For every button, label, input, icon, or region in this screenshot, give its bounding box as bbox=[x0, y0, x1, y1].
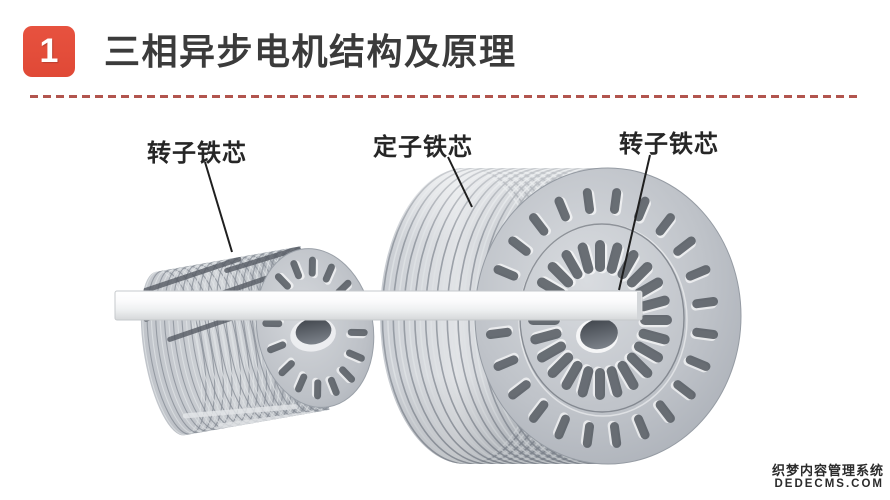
section-number: 1 bbox=[39, 32, 59, 70]
shaft bbox=[114, 290, 643, 321]
watermark: 织梦内容管理系统 DEDECMS.COM bbox=[772, 463, 884, 492]
rotor-center-hole bbox=[295, 318, 332, 345]
leader-line-rotor-right bbox=[618, 154, 651, 291]
leader-line-stator bbox=[447, 156, 473, 208]
label-rotor-core-right: 转子铁芯 bbox=[619, 131, 719, 158]
dashed-divider bbox=[30, 95, 860, 98]
label-stator-core: 定子铁芯 bbox=[373, 134, 473, 161]
stator-center-hole bbox=[580, 318, 618, 350]
watermark-domain: DEDECMS.COM bbox=[774, 478, 884, 491]
label-rotor-core-left: 转子铁芯 bbox=[147, 140, 247, 167]
watermark-cms-name: 织梦内容管理系统 bbox=[771, 462, 884, 478]
slide-title: 三相异步电机结构及原理 bbox=[104, 31, 517, 72]
shaft-end-cap bbox=[637, 292, 641, 319]
leader-line-rotor-left bbox=[204, 161, 233, 253]
section-number-badge: 1 bbox=[23, 26, 75, 77]
rotor-core bbox=[140, 246, 375, 436]
